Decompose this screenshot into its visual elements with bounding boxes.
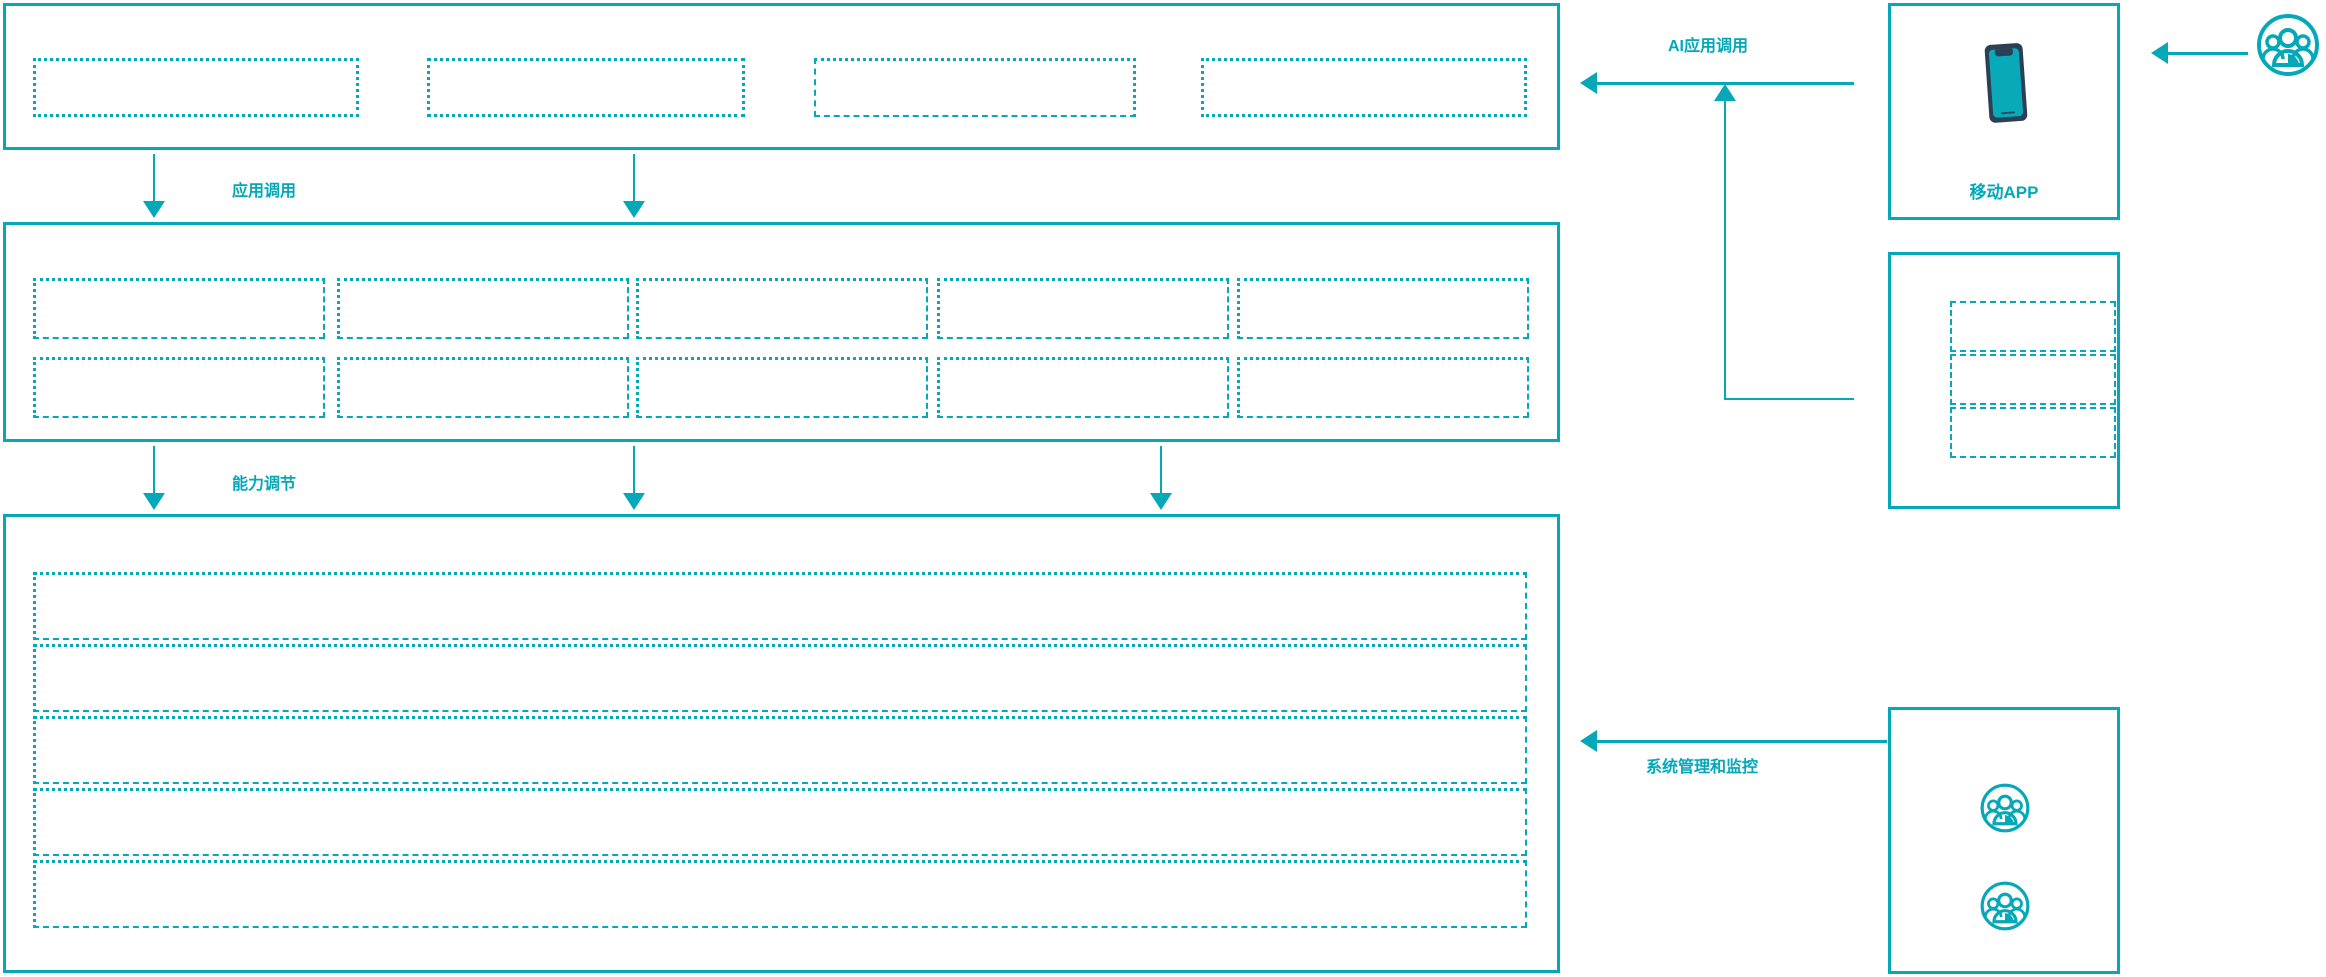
end-user-group-icon: [2255, 12, 2321, 78]
capability-slot-2[interactable]: [337, 278, 629, 339]
capability-slot-1[interactable]: [33, 278, 325, 339]
capability-tune-line-1: [153, 446, 155, 496]
capability-slot-6[interactable]: [33, 357, 325, 418]
capability-slot-3[interactable]: [636, 278, 928, 339]
application-slot-2[interactable]: [427, 58, 745, 117]
application-slot-4[interactable]: [1201, 58, 1527, 117]
capability-slot-7[interactable]: [337, 357, 629, 418]
infrastructure-slot-1[interactable]: [33, 572, 1527, 640]
channel-slot-2[interactable]: [1950, 354, 2116, 405]
capability-tune-arrowhead-1: [143, 493, 165, 510]
capability-tune-line-3: [1160, 446, 1162, 496]
end-user-to-mobile-arrowhead: [2151, 42, 2168, 64]
capability-slot-8[interactable]: [636, 357, 928, 418]
capability-tune-line-2: [633, 446, 635, 496]
mobile-app-card-title: 移动APP: [1969, 183, 2039, 202]
app-invoke-label: 应用调用: [232, 183, 297, 200]
app-invoke-arrowhead-left: [143, 201, 165, 218]
admin-user-group-icon-1: [1979, 782, 2031, 834]
sys-manage-label: 系统管理和监控: [1646, 759, 1759, 776]
ai-app-invoke-label: AI应用调用: [1668, 38, 1749, 55]
infrastructure-slot-2[interactable]: [33, 644, 1527, 712]
ai-app-invoke-line-horizontal: [1597, 82, 1854, 85]
capability-tune-arrowhead-2: [623, 493, 645, 510]
admin-monitor-card[interactable]: [1888, 707, 2120, 974]
infrastructure-slot-5[interactable]: [33, 860, 1527, 928]
channel-slot-1[interactable]: [1950, 301, 2116, 352]
capability-slot-5[interactable]: [1237, 278, 1529, 339]
capability-slot-9[interactable]: [937, 357, 1229, 418]
ai-app-invoke-riser: [1724, 100, 1726, 400]
application-slot-3[interactable]: [814, 58, 1136, 117]
capability-slot-4[interactable]: [937, 278, 1229, 339]
infrastructure-slot-4[interactable]: [33, 788, 1527, 856]
capability-tune-arrowhead-3: [1150, 493, 1172, 510]
ai-app-invoke-arrowhead: [1580, 72, 1597, 94]
capability-slot-10[interactable]: [1237, 357, 1529, 418]
end-user-to-mobile-line: [2168, 52, 2248, 55]
ai-app-invoke-riser-arrowhead: [1714, 84, 1736, 101]
channel-slot-3[interactable]: [1950, 407, 2116, 458]
infrastructure-slot-3[interactable]: [33, 716, 1527, 784]
ai-app-invoke-riser-foot: [1724, 398, 1854, 400]
sys-manage-line-horizontal: [1597, 740, 1887, 743]
app-invoke-arrowhead-right: [623, 201, 645, 218]
app-invoke-arrow-line-left: [153, 154, 155, 204]
application-slot-1[interactable]: [33, 58, 359, 117]
sys-manage-arrowhead: [1580, 730, 1597, 752]
admin-user-group-icon-2: [1979, 880, 2031, 932]
capability-tune-label: 能力调节: [232, 476, 297, 493]
app-invoke-arrow-line-right: [633, 154, 635, 204]
mobile-phone-icon: [1977, 38, 2033, 128]
